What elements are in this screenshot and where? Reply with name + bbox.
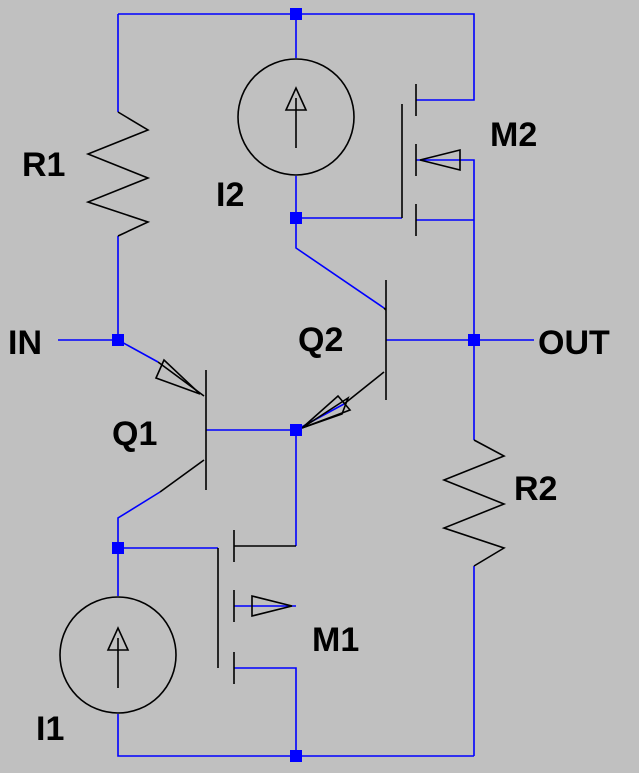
- transistor-m1: [217, 530, 296, 684]
- label-r1: R1: [22, 146, 65, 184]
- nodes: [112, 8, 480, 762]
- wires: [58, 13, 534, 757]
- node-bottom: [290, 750, 302, 762]
- node-mid: [290, 424, 302, 436]
- wire-bottom-rail: [117, 714, 474, 757]
- label-q2: Q2: [298, 321, 343, 359]
- node-top: [290, 8, 302, 20]
- resistor-r1: [85, 111, 151, 237]
- transistor-q2: [301, 280, 387, 429]
- current-source-i2: [237, 58, 355, 176]
- label-out: OUT: [538, 324, 610, 362]
- label-r2: R2: [514, 470, 557, 508]
- wire-m2-body: [416, 159, 475, 340]
- node-i1: [112, 542, 124, 554]
- transistor-q1: [154, 358, 207, 493]
- label-m1: M1: [312, 621, 359, 659]
- node-i2: [290, 212, 302, 224]
- wire-m1-source: [234, 667, 297, 756]
- label-q1: Q1: [112, 415, 157, 453]
- transistor-m2: [401, 84, 461, 236]
- resistor-r2: [441, 439, 507, 567]
- label-i1: I1: [36, 710, 64, 748]
- label-in: IN: [8, 324, 42, 362]
- wire-q1-emitter: [117, 339, 159, 363]
- wire-q1-collector: [117, 491, 161, 596]
- node-out: [468, 334, 480, 346]
- label-m2: M2: [490, 116, 537, 154]
- wire-q2-collector: [295, 218, 385, 309]
- current-source-i1: [59, 596, 177, 714]
- label-i2: I2: [216, 176, 244, 214]
- node-in: [112, 334, 124, 346]
